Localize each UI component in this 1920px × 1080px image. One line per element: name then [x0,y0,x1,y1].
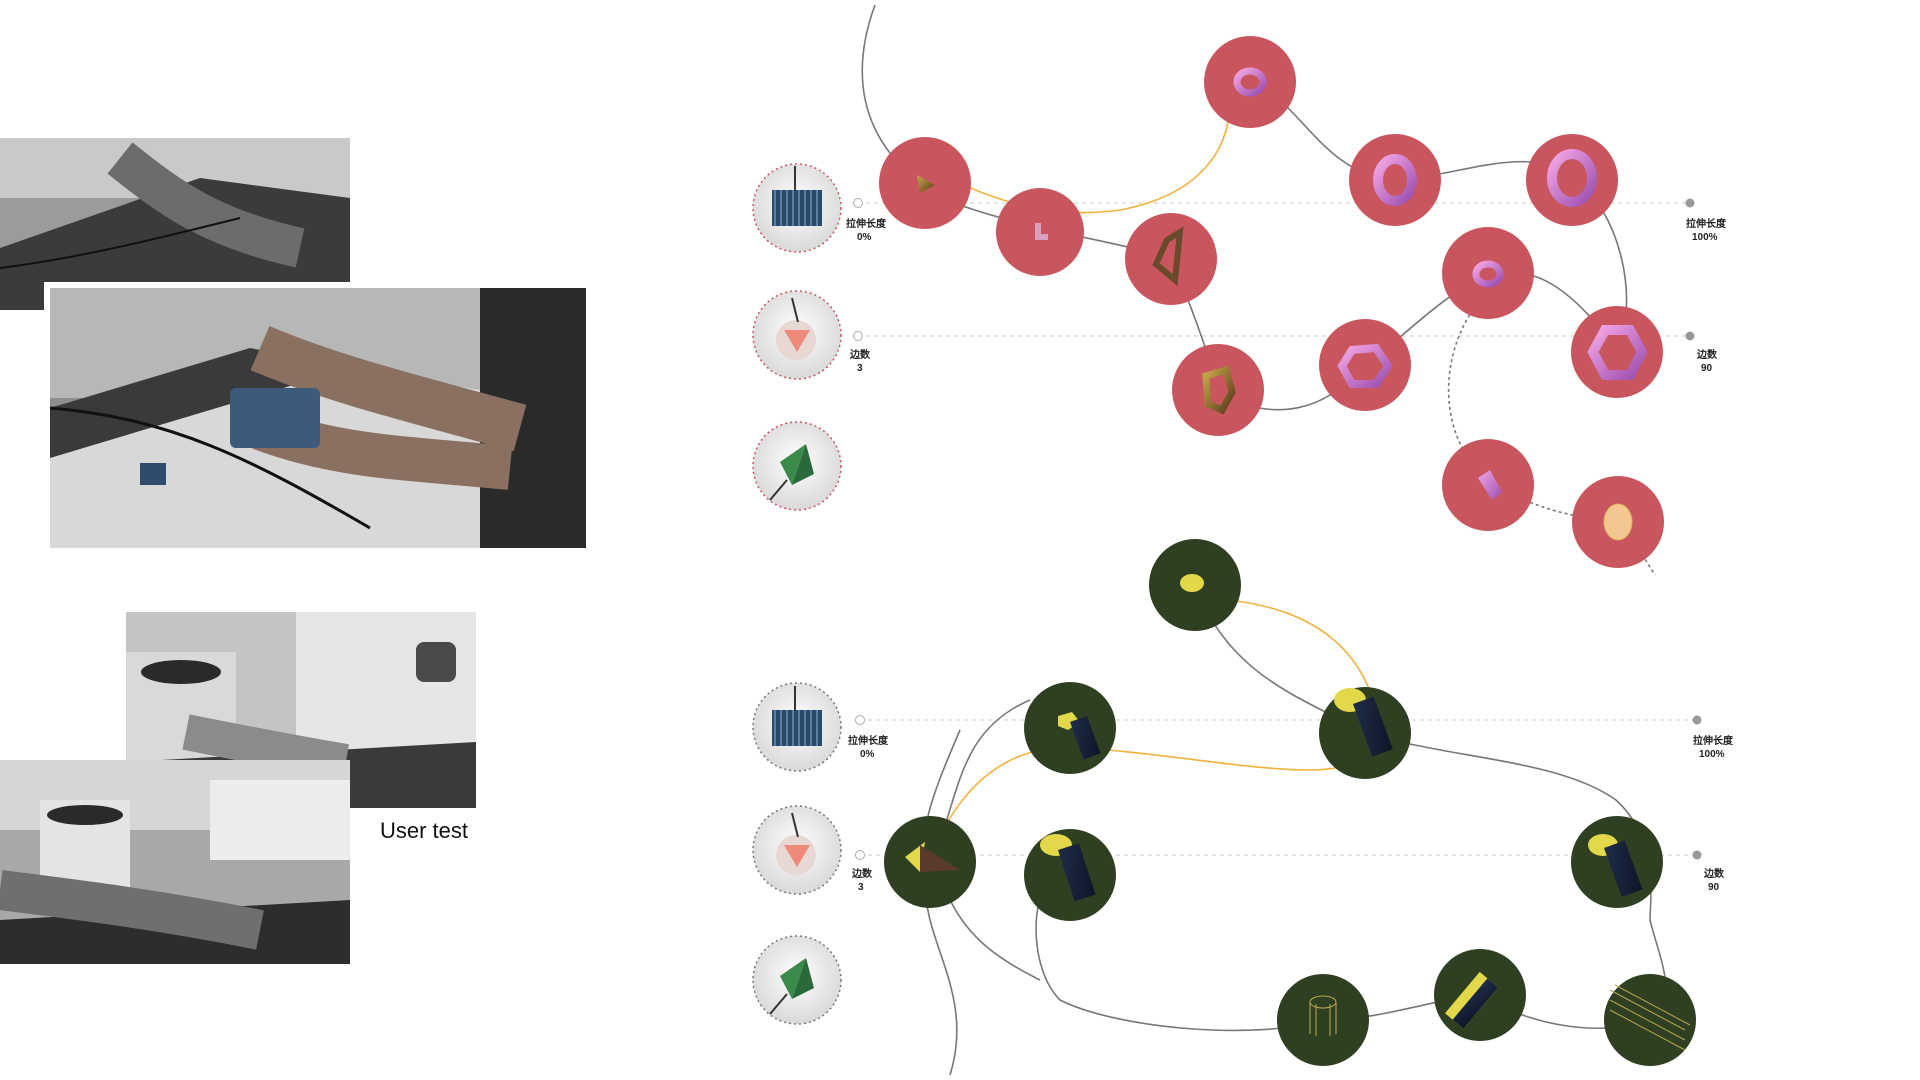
user-test-photo-2 [44,282,592,554]
accordion-icon[interactable] [752,163,842,253]
top-slider-sides-name-right: 边数 [1696,348,1718,361]
top-node-12 [1572,476,1664,568]
pyramid-icon[interactable] [752,935,842,1025]
top-node-6 [1526,134,1618,226]
bottom-orange-path [929,597,1379,861]
top-node-11 [1442,439,1534,531]
bottom-slider-length-name-right: 拉伸长度 [1693,734,1734,747]
bottom-node-5 [1024,829,1116,921]
top-slider-length-name-left: 拉伸长度 [846,217,887,230]
user-test-photo-4 [0,760,350,964]
top-slider-sides-min-dot[interactable] [853,331,863,341]
top-orange-path [919,99,1231,214]
accordion-icon[interactable] [752,682,842,772]
bottom-slider-sides-max: 90 [1708,882,1720,893]
top-slider-sides-max: 90 [1701,363,1713,374]
pyramid-icon[interactable] [752,421,842,511]
top-node-10 [1571,306,1663,398]
bottom-node-3 [1319,687,1411,779]
top-node-8 [1319,319,1411,411]
bottom-slider-length-max-dot[interactable] [1692,715,1702,725]
bottom-node-9 [1604,974,1696,1066]
top-node-5 [1349,134,1441,226]
top-slider-length-max: 100% [1692,232,1718,243]
bottom-slider-length-min: 0% [860,749,875,760]
top-node-3 [1125,213,1217,305]
bottom-slider-sides-name-left: 边数 [851,867,873,880]
bottom-node-8 [1434,949,1526,1041]
top-node-1 [879,137,971,229]
top-node-7 [1172,344,1264,436]
top-slider-length-name-right: 拉伸长度 [1686,217,1727,230]
triangle-knob-icon[interactable] [752,805,842,895]
bottom-node-7 [1277,974,1369,1066]
user-test-photo-3 [120,606,482,814]
top-slider-sides-min: 3 [857,363,863,374]
bottom-panel: 拉伸长度 0% 拉伸长度 100% 边数 3 边数 90 [752,539,1734,1076]
top-slider-length-max-dot[interactable] [1685,198,1695,208]
bottom-slider-sides-min-dot[interactable] [855,850,865,860]
bottom-node-1 [1149,539,1241,631]
top-slider-length-min: 0% [857,232,872,243]
bottom-node-2 [1024,682,1116,774]
top-node-4 [1204,36,1296,128]
bottom-slider-length-max: 100% [1699,749,1725,760]
top-slider-length-min-dot[interactable] [853,198,863,208]
triangle-knob-icon[interactable] [752,290,842,380]
top-panel: 拉伸长度 0% 拉伸长度 100% 边数 3 边数 90 [752,4,1727,576]
bottom-slider-length-name-left: 拉伸长度 [848,734,889,747]
bottom-slider-sides-max-dot[interactable] [1692,850,1702,860]
bottom-node-4 [884,816,976,908]
user-test-caption: User test [380,818,469,843]
top-node-2 [996,188,1084,276]
top-slider-sides-max-dot[interactable] [1685,331,1695,341]
bottom-slider-sides-name-right: 边数 [1703,867,1725,880]
bottom-slider-sides-min: 3 [858,882,864,893]
top-slider-sides-name-left: 边数 [849,348,871,361]
bottom-node-6 [1571,816,1663,908]
bottom-slider-length-min-dot[interactable] [855,715,865,725]
user-test-photo-1 [0,138,350,310]
top-node-9 [1442,227,1534,319]
